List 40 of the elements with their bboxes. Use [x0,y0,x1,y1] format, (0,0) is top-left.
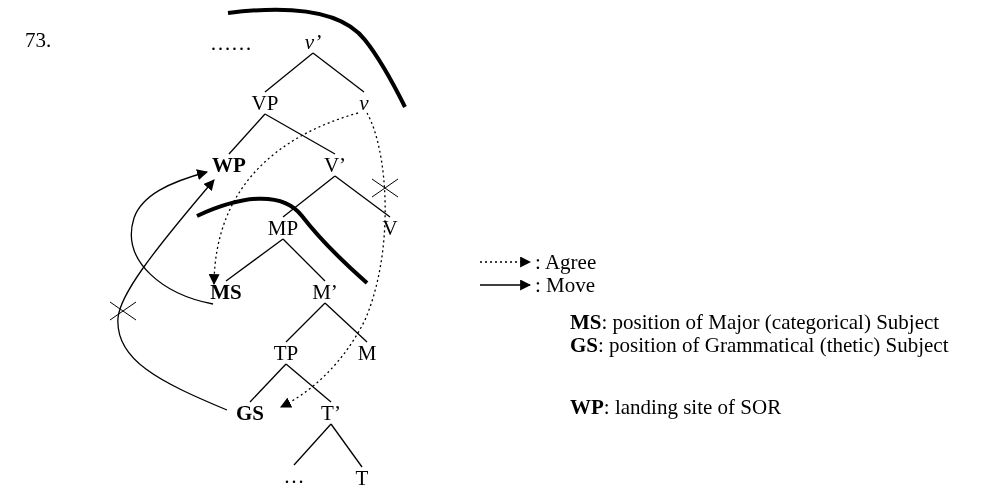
abbreviation-note: GS: position of Grammatical (thetic) Subject [570,335,949,356]
tree-branch [249,363,287,403]
tree-node-label: TP [273,342,299,364]
legend-text: : Move [535,275,596,296]
tree-node-label: MS [210,281,242,303]
tree-node-label: … [283,465,305,487]
tree-node-label: WP [212,154,246,176]
abbreviation-note: WP: landing site of SOR [570,397,782,418]
agree-arrow [209,112,359,286]
example-number: 73. [25,30,52,51]
tree-branch [334,175,391,218]
ellipsis-text: …… [210,33,252,54]
agree-arrow [280,112,386,408]
tree-node-label: M’ [312,281,338,303]
tree-node-label: VP [251,92,279,114]
tree-node-label: T [355,467,369,489]
tree-node-label: MP [267,217,299,239]
tree-branch [285,302,326,343]
move-arrow [117,179,228,411]
tree-node-label: M [357,342,377,364]
tree-branch [225,238,284,282]
tree-branch [228,113,266,155]
tree-node-label: V [382,217,398,239]
tree-branch [293,423,332,466]
move-arrow [131,169,214,305]
tree-node-label: v [359,92,369,114]
abbreviation-note: MS: position of Major (categorical) Subject [570,312,940,333]
tree-node-label: T’ [321,402,341,424]
legend-text: : Agree [535,252,597,273]
tree-branch [264,113,336,155]
tree-branch [285,363,332,403]
tree-branch [264,52,314,93]
tree-branch [324,302,368,343]
tree-branch [282,238,326,282]
tree-node-label: GS [236,402,264,424]
tree-node-label: V’ [323,154,347,176]
tree-branch [282,175,336,218]
tree-node-label: v’ [304,31,322,53]
tree-branch [330,423,363,468]
tree-branch [312,52,365,93]
